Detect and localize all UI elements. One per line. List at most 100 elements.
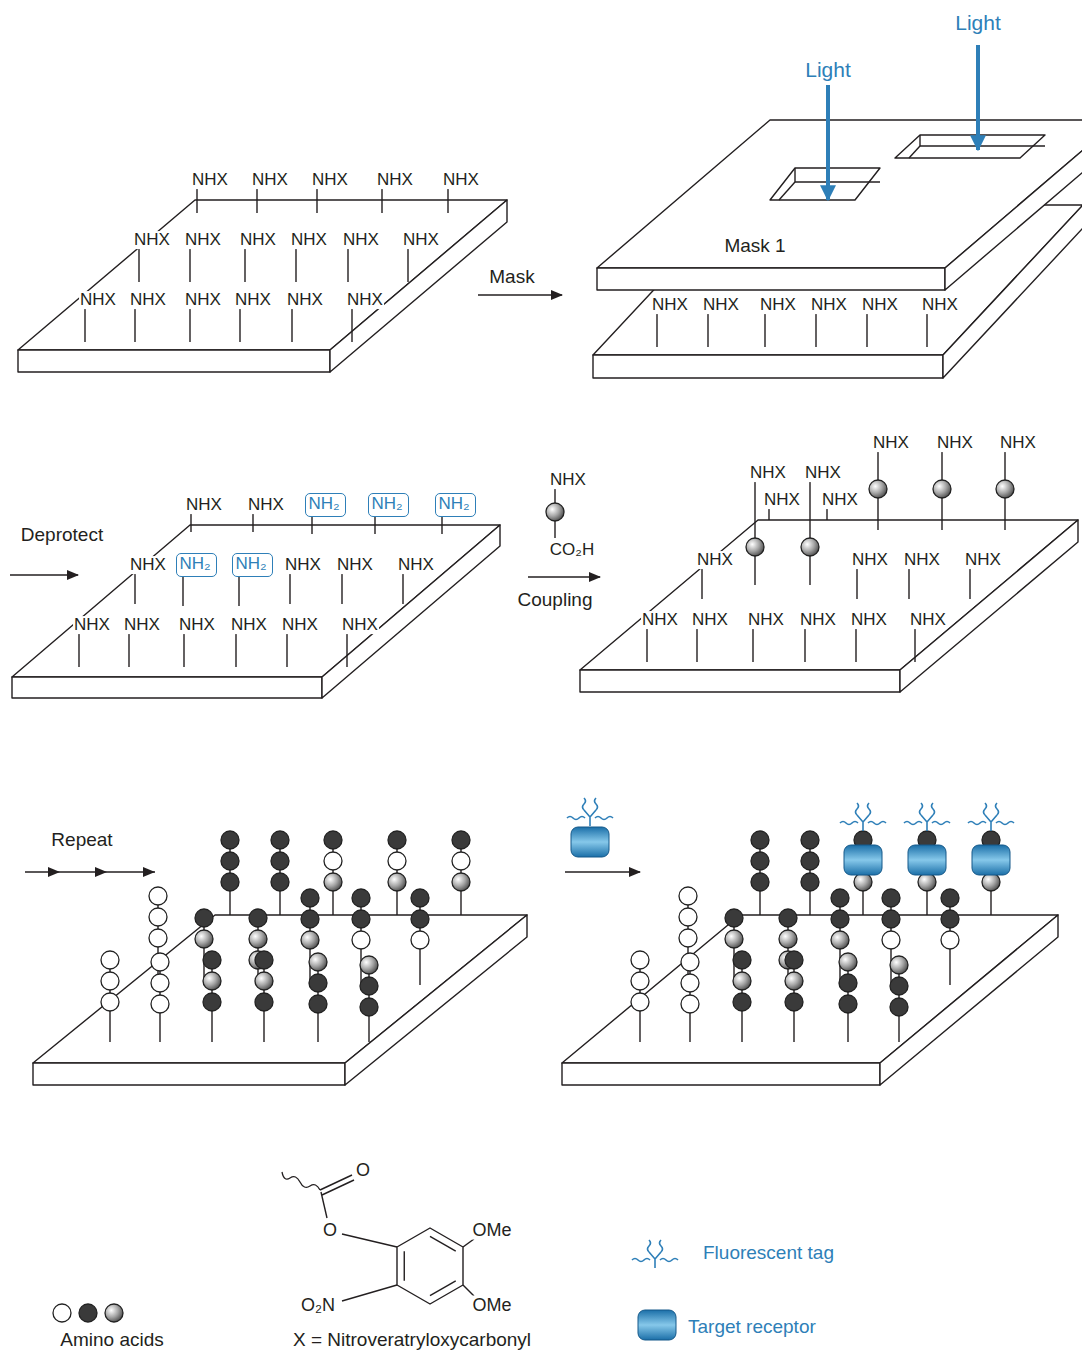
process-arrow xyxy=(565,871,640,872)
stroke xyxy=(404,1251,405,1281)
diagram-label: NHX xyxy=(397,556,435,574)
amino-acid-bead xyxy=(360,956,378,974)
amino-acid-bead xyxy=(831,889,849,907)
stroke xyxy=(646,629,647,662)
amino-acid-bead xyxy=(882,931,900,949)
stroke xyxy=(754,482,755,585)
amino-acid-bead xyxy=(360,977,378,995)
stroke xyxy=(244,249,245,282)
fluorescent-tag xyxy=(632,1240,678,1268)
process-arrow xyxy=(528,576,600,577)
stroke xyxy=(342,1285,397,1301)
stroke xyxy=(134,309,135,342)
deprotected-amine-box: NH₂ xyxy=(305,493,346,517)
peptide-array xyxy=(631,803,1014,1042)
stroke xyxy=(138,249,139,282)
amino-acid-bead xyxy=(271,873,289,891)
stroke xyxy=(134,574,135,604)
amino-acid-bead xyxy=(785,972,803,990)
diagram-label: NHX xyxy=(191,171,229,189)
stroke xyxy=(321,1192,327,1218)
stroke xyxy=(768,509,769,520)
diagram-label: Repeat xyxy=(50,830,113,850)
diagram-label: NHX xyxy=(810,296,848,314)
amino-acid-bead xyxy=(854,873,872,891)
amino-acid-bead xyxy=(785,993,803,1011)
diagram-label: NHX xyxy=(402,231,440,249)
stroke xyxy=(190,514,191,532)
amino-acid-bead xyxy=(151,953,169,971)
amino-acid-bead xyxy=(195,909,213,927)
stems xyxy=(79,189,1005,667)
diagram-label: NHX xyxy=(230,616,268,634)
light-arrow xyxy=(826,85,830,200)
amino-acid-bead xyxy=(324,831,342,849)
amino-acid-bead xyxy=(249,909,267,927)
plate-face xyxy=(12,677,322,698)
amino-acid-bead xyxy=(785,951,803,969)
diagram-label: NHX xyxy=(376,171,414,189)
stroke xyxy=(914,629,915,662)
diagram-label: NHX xyxy=(286,291,324,309)
diagram-label: NHX xyxy=(759,296,797,314)
amino-acid-bead xyxy=(869,480,887,498)
fluorescent-tag xyxy=(840,803,886,831)
amino-acid-bead xyxy=(996,480,1014,498)
stroke xyxy=(463,1239,474,1247)
node-text: NH₂ xyxy=(309,495,342,514)
stroke xyxy=(809,482,810,585)
amino-acid-bead xyxy=(933,480,951,498)
diagram-label: NHX xyxy=(185,496,223,514)
amino-acid-bead xyxy=(801,831,819,849)
diagram-label: Coupling xyxy=(517,590,594,610)
diagram-label: NHX xyxy=(549,471,587,489)
process-arrow xyxy=(10,574,78,575)
target-receptor xyxy=(844,845,882,875)
amino-acid-bead xyxy=(79,1304,97,1322)
node-text: NH₂ xyxy=(372,495,405,514)
amino-acid-bead xyxy=(388,873,406,891)
amino-acid-bead xyxy=(839,995,857,1013)
diagram-label: NHX xyxy=(234,291,272,309)
stroke xyxy=(322,1180,354,1195)
legend-entry: Amino acids xyxy=(60,1330,164,1351)
amino-acid-bead xyxy=(918,873,936,891)
diagram-label: NHX xyxy=(336,556,374,574)
diagram-label: NHX xyxy=(999,434,1037,452)
diagram-label: NHX xyxy=(702,296,740,314)
diagram-label: Mask xyxy=(488,267,535,287)
stroke xyxy=(256,189,257,213)
stroke xyxy=(920,145,1045,146)
diagram-label: NHX xyxy=(749,464,787,482)
amino-acid-bead xyxy=(149,929,167,947)
amino-acid-bead xyxy=(801,852,819,870)
stroke xyxy=(554,521,555,538)
amino-acid-bead xyxy=(890,998,908,1016)
amino-acid-bead xyxy=(779,930,797,948)
deprotected-amine-box: NH₂ xyxy=(435,493,476,517)
stroke xyxy=(919,135,920,146)
diagram-label: NHX xyxy=(804,464,842,482)
amino-acid-bead xyxy=(801,538,819,556)
plates xyxy=(12,120,1082,1085)
diagram-label: Light xyxy=(954,12,1002,34)
plate-face xyxy=(345,915,527,1085)
stroke xyxy=(752,629,753,662)
amino-acid-bead xyxy=(352,889,370,907)
plate-face xyxy=(880,915,1058,1085)
amino-acid-bead xyxy=(388,831,406,849)
stroke xyxy=(289,574,290,604)
amino-acid-bead xyxy=(271,852,289,870)
stroke xyxy=(239,309,240,342)
diagram-label: NHX xyxy=(964,551,1002,569)
stroke xyxy=(341,574,342,604)
diagram-label: NHX xyxy=(342,231,380,249)
stroke xyxy=(804,629,805,662)
amino-acid-bead xyxy=(151,995,169,1013)
diagram-label: Light xyxy=(804,59,852,81)
amino-acid-bead xyxy=(681,953,699,971)
amino-acid-bead xyxy=(831,910,849,928)
plate-face xyxy=(597,120,1082,268)
amino-acid-bead xyxy=(631,993,649,1011)
amino-acid-bead xyxy=(352,931,370,949)
